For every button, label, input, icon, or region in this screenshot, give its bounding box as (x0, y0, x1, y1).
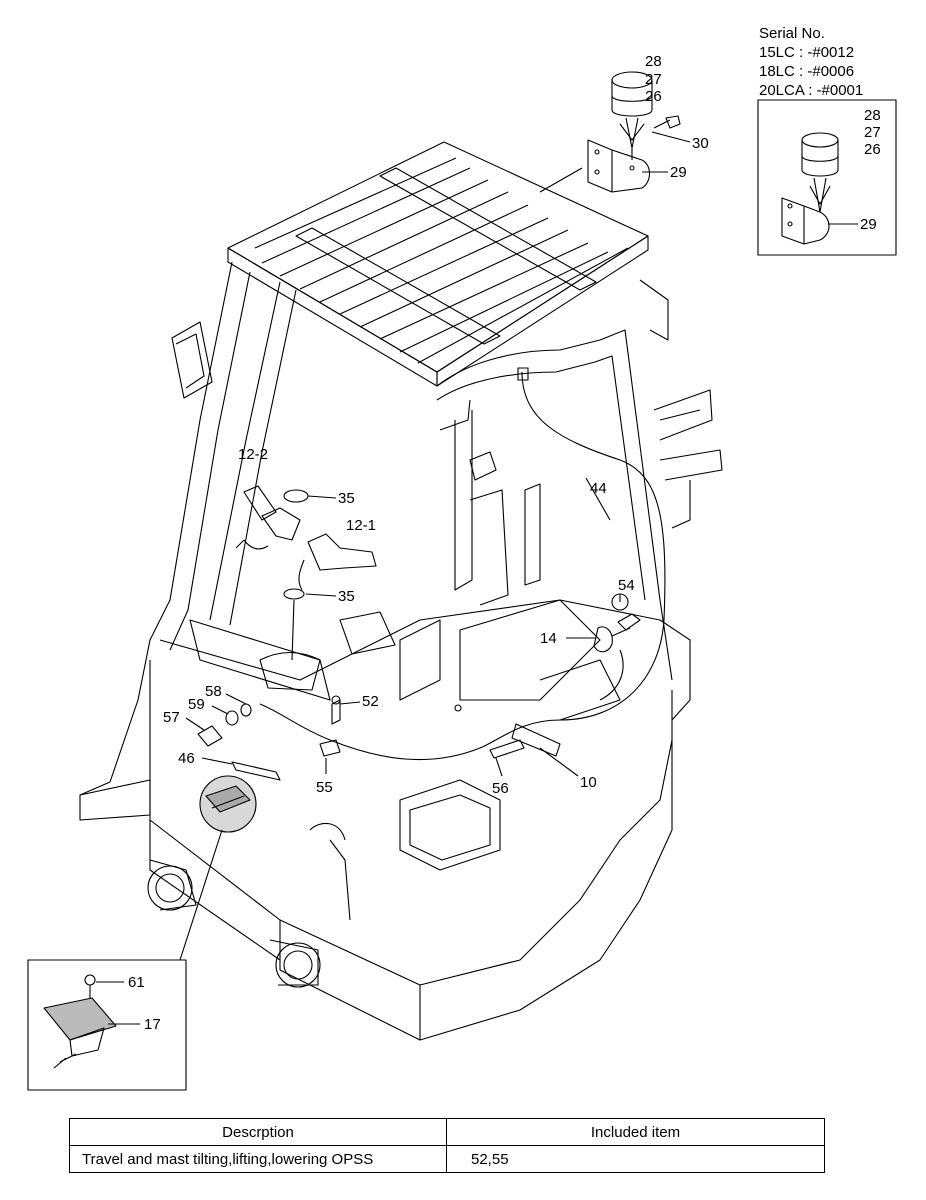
switch-12-2 (235, 485, 301, 550)
callout-58: 58 (205, 683, 222, 700)
table-header-row: Descrption Included item (69, 1118, 825, 1146)
callout-30: 30 (692, 135, 709, 152)
callout-59: 59 (188, 696, 205, 713)
callout-29: 29 (670, 164, 687, 181)
callout-17: 17 (144, 1016, 161, 1033)
inset-accelerator-pedal (43, 974, 117, 1069)
callout-35-upper: 35 (338, 490, 355, 507)
part-55 (319, 739, 341, 757)
header-description: Descrption (69, 1118, 447, 1146)
overhead-guard-roof (227, 141, 649, 387)
part-46 (231, 761, 281, 781)
callout-46: 46 (178, 750, 195, 767)
callout-10: 10 (580, 774, 597, 791)
callout-inset-29: 29 (860, 216, 877, 233)
inset-box-pedal (27, 959, 187, 1091)
callout-inset-28: 28 (864, 107, 881, 124)
callout-28: 28 (645, 53, 662, 70)
callout-55: 55 (316, 779, 333, 796)
front-left-post (109, 261, 297, 783)
wire-harness (259, 367, 666, 761)
callout-61: 61 (128, 974, 145, 991)
part-52 (331, 695, 341, 725)
pedal-leader (179, 829, 223, 961)
rear-right-post (436, 279, 723, 681)
leader-lines (96, 131, 858, 1025)
pedal-detail-circle (199, 775, 257, 833)
callout-labels: 28 27 26 30 29 28 27 26 29 12-2 35 12-1 … (128, 53, 881, 1033)
inset-box-serial (757, 99, 897, 256)
ring-35-upper (283, 489, 309, 503)
callout-inset-26: 26 (864, 141, 881, 158)
callout-26: 26 (645, 88, 662, 105)
inset-beacon-lamp (781, 132, 839, 245)
callout-14: 14 (540, 630, 557, 647)
header-included-item: Included item (446, 1118, 825, 1146)
chassis-body (79, 599, 691, 1041)
callout-12-2: 12-2 (238, 446, 268, 463)
callout-27: 27 (645, 71, 662, 88)
callout-56: 56 (492, 780, 509, 797)
switch-12-1 (298, 533, 377, 591)
serial-heading: Serial No. (759, 25, 825, 42)
table-row: Travel and mast tilting,lifting,lowering… (69, 1145, 825, 1173)
roof-beacon-lamp (611, 71, 653, 160)
callout-35-lower: 35 (338, 588, 355, 605)
part-57-59-58 (197, 703, 252, 747)
callout-44: 44 (590, 480, 607, 497)
callout-inset-27: 27 (864, 124, 881, 141)
part-56-10 (454, 704, 561, 759)
serial-line: 18LC : -#0006 (759, 63, 855, 80)
callout-54: 54 (618, 577, 635, 594)
row-included: 52,55 (446, 1145, 825, 1173)
serial-note: Serial No. 15LC : -#0012 18LC : -#0006 2… (759, 24, 863, 100)
bolt (653, 115, 681, 129)
callout-12-1: 12-1 (346, 517, 376, 534)
ring-35-lower (283, 588, 305, 600)
serial-line: 15LC : -#0012 (759, 44, 855, 61)
row-description: Travel and mast tilting,lifting,lowering… (69, 1145, 447, 1173)
part-54 (611, 593, 641, 631)
lamp-bracket (587, 139, 651, 193)
serial-line: 20LCA : -#0001 (759, 82, 864, 99)
callout-52: 52 (362, 693, 379, 710)
callout-57: 57 (163, 709, 180, 726)
description-table: Descrption Included item Travel and mast… (69, 1118, 825, 1173)
